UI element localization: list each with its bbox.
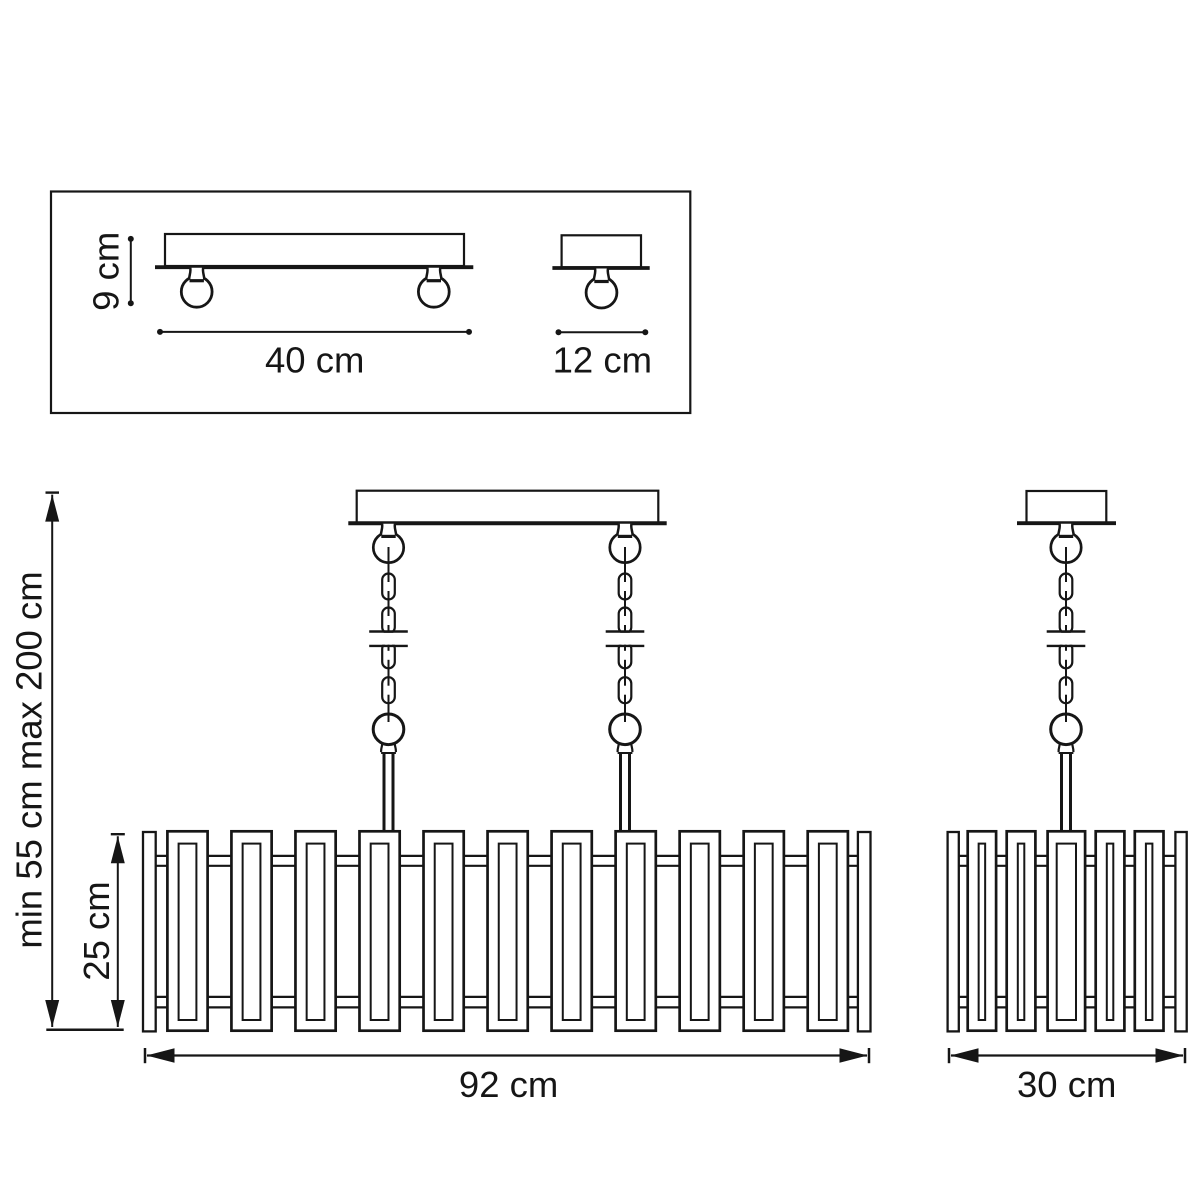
svg-text:30 cm: 30 cm bbox=[1017, 1064, 1116, 1105]
svg-text:9 cm: 9 cm bbox=[86, 232, 127, 311]
svg-text:92 cm: 92 cm bbox=[459, 1064, 558, 1105]
svg-text:12 cm: 12 cm bbox=[553, 340, 652, 381]
svg-text:25 cm: 25 cm bbox=[76, 881, 117, 980]
svg-text:40 cm: 40 cm bbox=[265, 339, 364, 380]
svg-text:min 55 cm max 200 cm: min 55 cm max 200 cm bbox=[9, 571, 50, 948]
